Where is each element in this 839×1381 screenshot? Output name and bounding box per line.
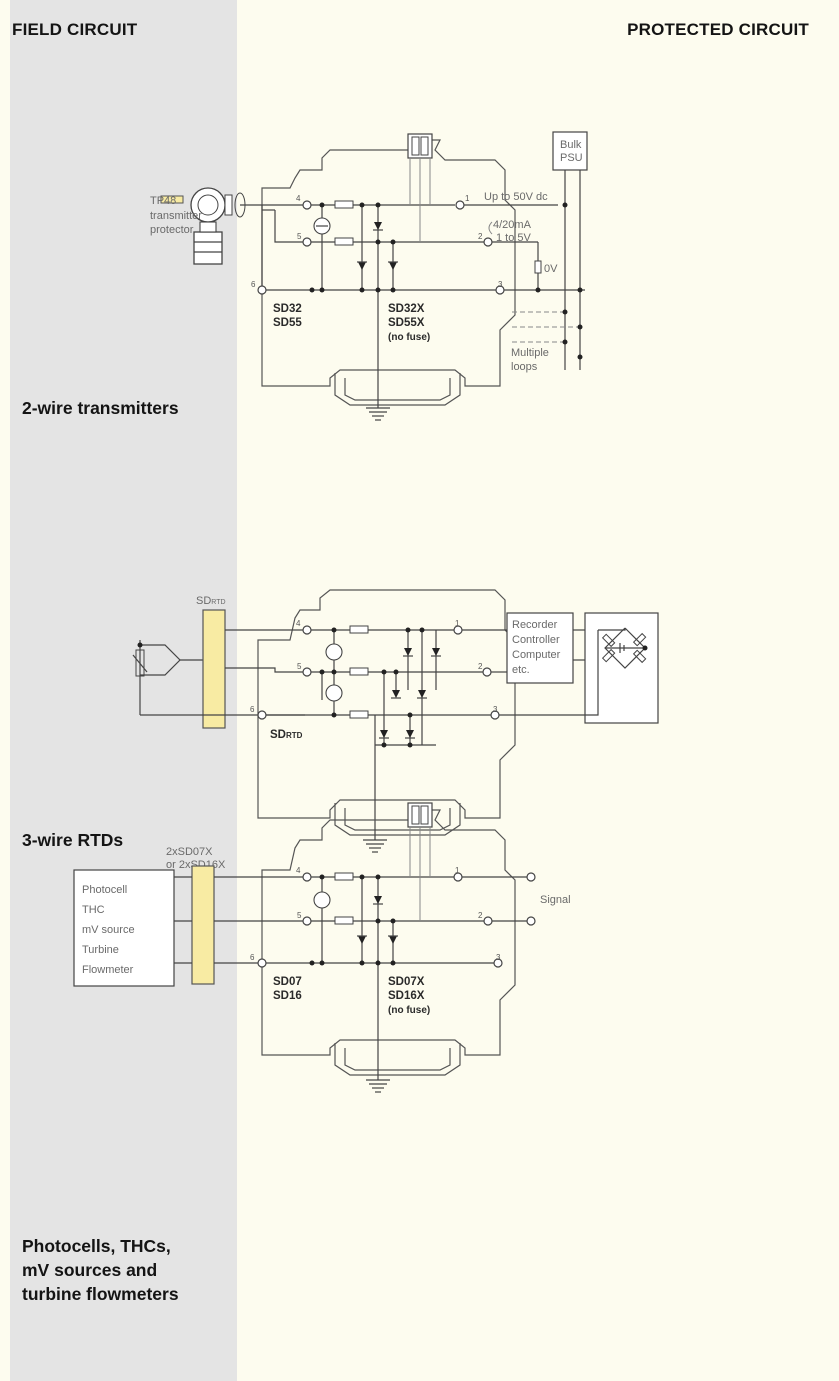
svg-text:5: 5 xyxy=(297,662,302,671)
protected-circuit-header: PROTECTED CIRCUIT xyxy=(627,20,809,39)
signal-label: Signal xyxy=(540,894,571,906)
tp48-label: TP48 xyxy=(150,195,176,207)
field-circuit-header: FIELD CIRCUIT xyxy=(12,20,138,39)
recorder-label-2: Controller xyxy=(512,634,560,646)
tp48-sub1: transmitter xyxy=(150,210,202,222)
svg-text:6: 6 xyxy=(250,953,255,962)
model-no-fuse-1: (no fuse) xyxy=(388,332,430,343)
svg-text:6: 6 xyxy=(250,705,255,714)
recorder-label-1: Recorder xyxy=(512,619,558,631)
diagram-transmitters: TP48 transmitter protector xyxy=(150,131,588,421)
model-sdrtd: SDRTD xyxy=(270,729,303,741)
rtd-protector-yellow xyxy=(202,609,226,729)
source-label-3: mV source xyxy=(82,924,135,936)
field-circuit-panel xyxy=(10,0,237,1381)
zero-volt-label: 0V xyxy=(544,263,558,275)
svg-text:2: 2 xyxy=(478,662,483,671)
source-label-1: Photocell xyxy=(82,884,127,896)
signal-source-box xyxy=(73,869,175,987)
current-label: 4/20mA xyxy=(493,219,532,231)
sdrtd-label-main: SDRTD xyxy=(196,595,226,607)
svg-text:5: 5 xyxy=(297,232,302,241)
voltage-label: Up to 50V dc xyxy=(484,191,548,203)
recorder-label-3: Computer xyxy=(512,649,561,661)
model-no-fuse-3: (no fuse) xyxy=(388,1005,430,1016)
source-label-5: Flowmeter xyxy=(82,964,134,976)
model-sd32: SD32 xyxy=(273,303,302,315)
section-title-photocells-line-1: Photocells, THCs, xyxy=(22,1236,171,1256)
svg-text:3: 3 xyxy=(493,705,498,714)
svg-text:2: 2 xyxy=(478,232,483,241)
section-title-photocells-line-2: mV sources and xyxy=(22,1260,158,1280)
svg-text:3: 3 xyxy=(498,280,503,289)
svg-text:3: 3 xyxy=(496,953,501,962)
svg-text:4: 4 xyxy=(296,619,301,628)
svg-text:4: 4 xyxy=(296,194,301,203)
model-sd55: SD55 xyxy=(273,317,302,329)
din-rail-2 xyxy=(334,803,461,836)
svg-text:4: 4 xyxy=(296,866,301,875)
model-sd32x: SD32X xyxy=(388,303,425,315)
multiple-loops-label-2: loops xyxy=(511,361,538,373)
diagram-photocells: Photocell THC mV source Turbine Flowmete… xyxy=(73,802,571,1093)
recorder-label-4: etc. xyxy=(512,664,530,676)
din-rail-1 xyxy=(334,373,461,406)
wheatstone-bridge xyxy=(585,627,648,716)
section-title-photocells: Photocells, THCs, mV sources and turbine… xyxy=(22,1234,179,1306)
svg-text:2: 2 xyxy=(478,911,483,920)
bulk-psu-box xyxy=(552,131,588,171)
protector-label-1: 2xSD07X xyxy=(166,846,213,858)
svg-text:5: 5 xyxy=(297,911,302,920)
multiple-loops-label-1: Multiple xyxy=(511,347,549,359)
barrier-module-outline-3 xyxy=(261,809,516,1056)
din-rail-3 xyxy=(334,1043,461,1076)
model-sd55x: SD55X xyxy=(388,317,425,329)
section-title-transmitters: 2-wire transmitters xyxy=(22,398,179,418)
source-label-4: Turbine xyxy=(82,944,119,956)
svg-text:1: 1 xyxy=(455,619,460,628)
tp48-sub2: protector xyxy=(150,224,194,236)
model-sd16: SD16 xyxy=(273,990,302,1002)
photocell-protector-yellow xyxy=(191,865,215,985)
recorder-box xyxy=(506,612,574,684)
model-sd16x: SD16X xyxy=(388,990,425,1002)
source-label-2: THC xyxy=(82,904,105,916)
section-title-photocells-line-3: turbine flowmeters xyxy=(22,1284,179,1304)
psu-label-1: Bulk xyxy=(560,139,582,151)
psu-label-2: PSU xyxy=(560,152,583,164)
svg-text:1: 1 xyxy=(465,194,470,203)
model-sd07x: SD07X xyxy=(388,976,425,988)
section-title-rtds: 3-wire RTDs xyxy=(22,830,124,850)
model-sd07: SD07 xyxy=(273,976,302,988)
volts-range-label: 1 to 5V xyxy=(496,232,532,244)
diagram-rtds: SDRTD xyxy=(132,589,659,853)
svg-text:6: 6 xyxy=(251,280,256,289)
barrier-module-outline-1 xyxy=(261,139,516,387)
svg-text:1: 1 xyxy=(455,866,460,875)
transmitter-device xyxy=(160,187,246,265)
rtd-sensor xyxy=(132,640,205,715)
